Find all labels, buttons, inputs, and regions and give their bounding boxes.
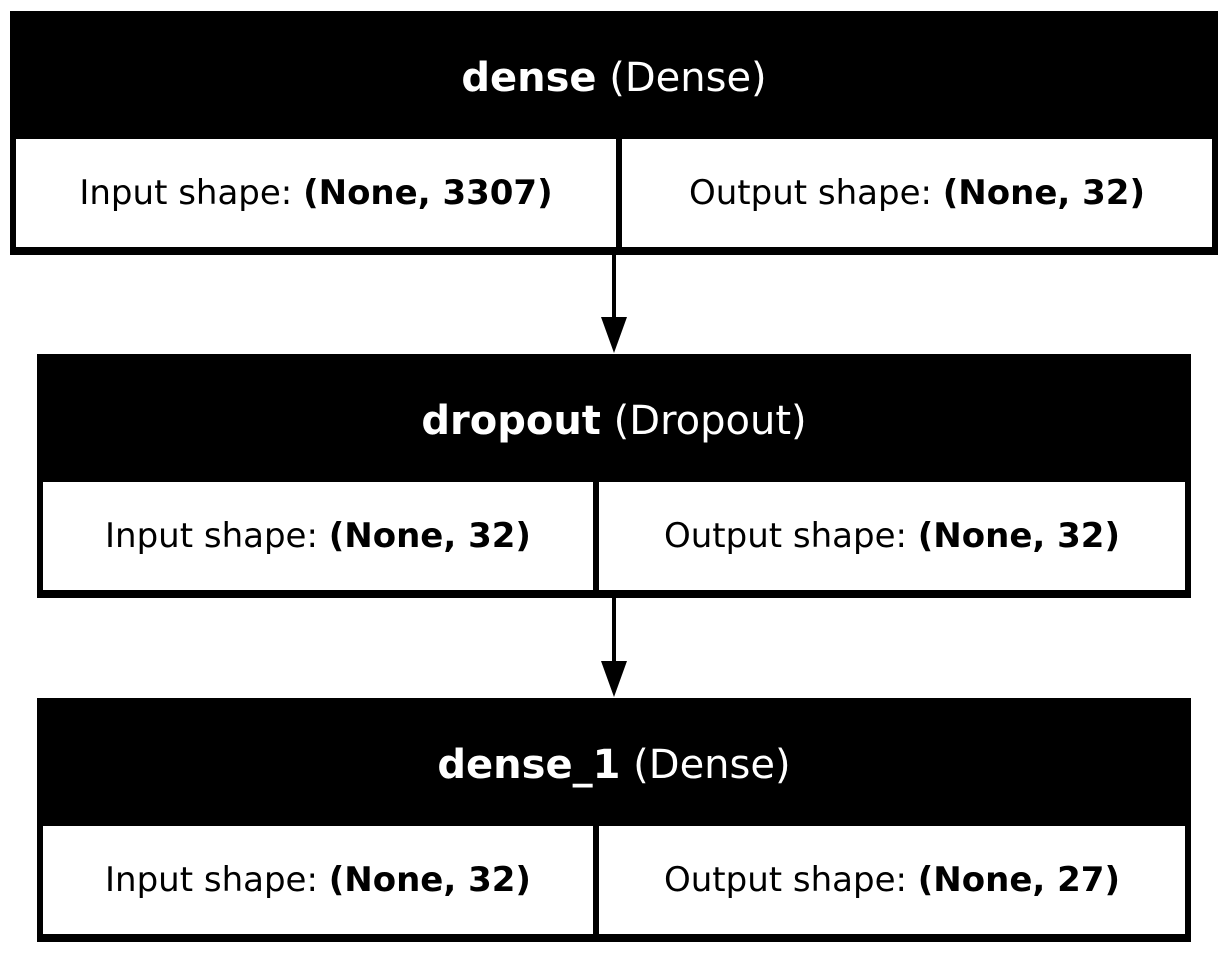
input-shape-label: Input shape: xyxy=(79,173,293,213)
layer-name: dense xyxy=(461,55,597,101)
output-shape-label: Output shape: xyxy=(663,516,907,556)
input-shape-value: (None, 32) xyxy=(328,860,531,900)
output-shape-label: Output shape: xyxy=(688,173,932,213)
shape-row: Input shape: (None, 32) Output shape: (N… xyxy=(43,826,1185,934)
layer-name: dense_1 xyxy=(437,742,621,788)
shape-row: Input shape: (None, 32) Output shape: (N… xyxy=(43,482,1185,590)
output-shape-value: (None, 32) xyxy=(942,173,1145,213)
output-shape-cell: Output shape: (None, 32) xyxy=(622,139,1212,247)
layer-header: dense (Dense) xyxy=(16,17,1212,139)
input-shape-label: Input shape: xyxy=(105,860,318,900)
output-shape-value: (None, 32) xyxy=(917,516,1120,556)
layer-header: dense_1 (Dense) xyxy=(43,704,1185,826)
output-shape-value: (None, 27) xyxy=(917,860,1120,900)
arrow-down-icon xyxy=(601,661,627,697)
layer-type: (Dense) xyxy=(609,55,767,101)
layer-type: (Dense) xyxy=(633,742,791,788)
shape-row: Input shape: (None, 3307) Output shape: … xyxy=(16,139,1212,247)
input-shape-cell: Input shape: (None, 3307) xyxy=(16,139,616,247)
input-shape-value: (None, 32) xyxy=(328,516,531,556)
connector-line xyxy=(612,255,616,319)
layer-dense-1: dense_1 (Dense) Input shape: (None, 32) … xyxy=(37,698,1191,942)
layer-type: (Dropout) xyxy=(613,398,807,444)
input-shape-label: Input shape: xyxy=(105,516,318,556)
arrow-down-icon xyxy=(601,317,627,353)
layer-header: dropout (Dropout) xyxy=(43,360,1185,482)
connector-line xyxy=(612,598,616,662)
layer-dense: dense (Dense) Input shape: (None, 3307) … xyxy=(10,11,1218,255)
input-shape-value: (None, 3307) xyxy=(303,173,553,213)
output-shape-label: Output shape: xyxy=(663,860,907,900)
output-shape-cell: Output shape: (None, 27) xyxy=(599,826,1185,934)
input-shape-cell: Input shape: (None, 32) xyxy=(43,482,593,590)
input-shape-cell: Input shape: (None, 32) xyxy=(43,826,593,934)
layer-name: dropout xyxy=(421,398,601,444)
output-shape-cell: Output shape: (None, 32) xyxy=(599,482,1185,590)
layer-dropout: dropout (Dropout) Input shape: (None, 32… xyxy=(37,354,1191,598)
